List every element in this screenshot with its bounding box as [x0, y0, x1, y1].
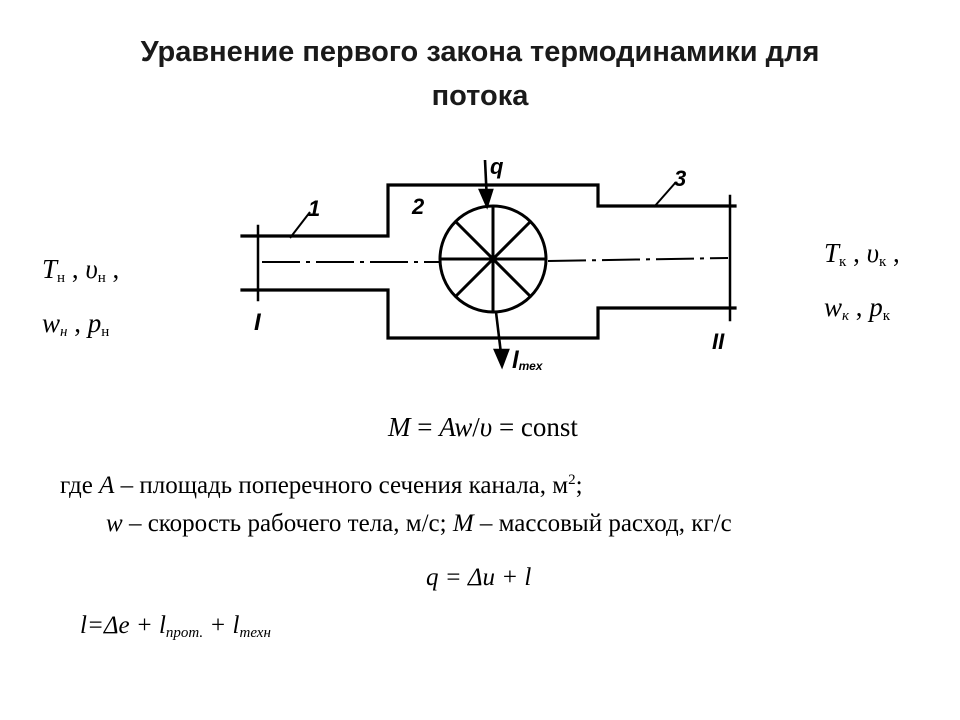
outlet-volume-sub: к — [878, 254, 887, 270]
where-line-1: где A – площадь поперечного сечения кана… — [60, 472, 583, 500]
slash: / — [472, 412, 480, 442]
inlet-velocity: w — [42, 308, 61, 338]
work-eq-sub2: техн — [239, 625, 271, 641]
leader-3 — [653, 181, 677, 208]
label-section-ii: II — [712, 329, 725, 354]
where-mass-text: – массовый расход, кг/с — [473, 510, 732, 537]
outlet-temperature-sub: к — [839, 254, 847, 270]
eq-const: = const — [492, 412, 578, 442]
channel-bottom-wall — [240, 288, 737, 340]
label-3: 3 — [674, 166, 686, 191]
inlet-params-line1: Tн , υн , — [42, 254, 120, 286]
eq-sign-1: = — [410, 412, 440, 442]
volume-symbol: υ — [479, 412, 493, 442]
inlet-volume: υ — [85, 254, 98, 284]
outlet-volume: υ — [866, 238, 879, 268]
inlet-pressure-sub: н — [101, 324, 110, 340]
inlet-temperature: T — [42, 254, 58, 284]
outlet-velocity: w — [824, 292, 843, 322]
heat-arrow — [478, 159, 494, 210]
velocity-symbol: w — [454, 412, 473, 442]
where-area-sup: 2 — [568, 472, 576, 488]
mass-flow-equation: M = Aw/υ = const — [388, 412, 578, 443]
outlet-temperature: T — [824, 238, 840, 268]
energy-equation: q = Δu + l — [426, 564, 532, 591]
outlet-pressure: p — [869, 292, 883, 322]
label-q: q — [490, 154, 504, 179]
inlet-pressure: p — [87, 308, 102, 338]
outlet-params-line1: Tк , υк , — [824, 238, 900, 270]
where-velocity: w — [106, 510, 123, 537]
inlet-temperature-sub: н — [57, 270, 66, 286]
title-line-2: потока — [431, 80, 529, 112]
where-mass: M — [452, 510, 474, 537]
where-prefix: где — [60, 472, 100, 499]
machine-wheel — [438, 204, 548, 314]
leader-1 — [289, 211, 311, 239]
where-area-text: – площадь поперечного сечения канала, м — [114, 472, 569, 499]
inlet-volume-sub: н — [97, 270, 106, 286]
inlet-velocity-sub: н — [60, 324, 68, 340]
work-eq-lhs: l=Δe + l — [80, 612, 166, 639]
work-arrow — [493, 311, 510, 370]
outlet-params-line2: wк , pк — [824, 292, 891, 324]
where-line-2: w – скорость рабочего тела, м/с; M – мас… — [106, 510, 732, 538]
slide-title: Уравнение первого закона термодинамики д… — [0, 30, 960, 118]
area-symbol: A — [439, 412, 455, 442]
label-work-symbol: l — [512, 347, 520, 374]
outlet-velocity-sub: к — [842, 308, 850, 324]
label-section-i: I — [254, 309, 262, 336]
where-line1-end: ; — [575, 472, 583, 499]
outlet-pressure-sub: к — [882, 308, 891, 324]
label-2: 2 — [411, 194, 425, 219]
label-work: lтех — [512, 347, 544, 374]
where-velocity-text: – скорость рабочего тела, м/с; — [122, 510, 453, 537]
inlet-params-line2: wн , pн — [42, 308, 110, 340]
work-eq-sub1: прот. — [165, 625, 204, 641]
mass-symbol: M — [388, 412, 411, 442]
centerline-right — [547, 257, 729, 262]
label-1: 1 — [308, 196, 320, 221]
label-work-sub: тех — [519, 359, 544, 373]
work-equation: l=Δe + lпрот. + lтехн — [80, 612, 271, 642]
where-area: A — [99, 472, 115, 499]
title-line-1: Уравнение первого закона термодинамики д… — [140, 36, 820, 68]
channel-top-wall — [240, 183, 737, 238]
work-eq-plus: + l — [203, 612, 240, 639]
